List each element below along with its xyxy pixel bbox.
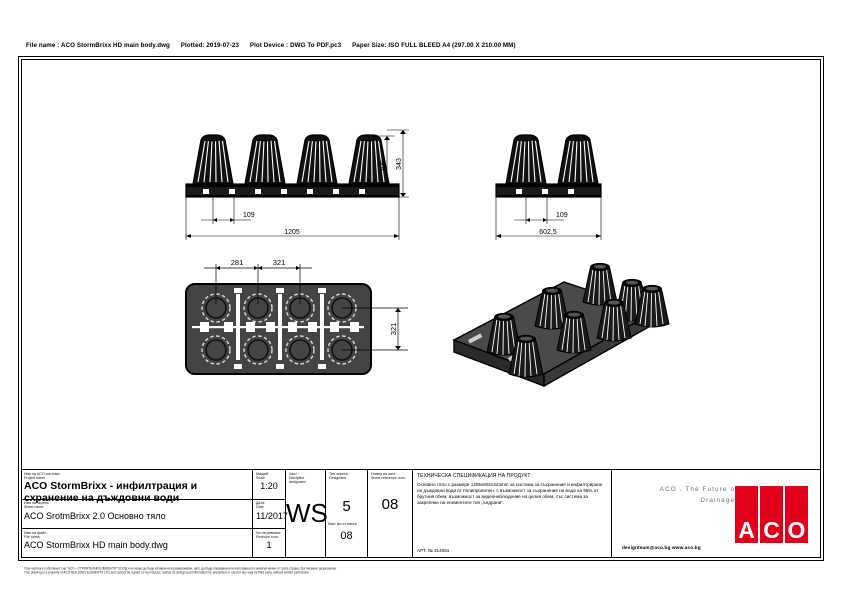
- discipline-label-bg: Част :: [289, 471, 299, 476]
- footer-disclaimer: Този чертеж е собственост на "АСО – СТРО…: [24, 566, 814, 575]
- drawing-views: 306 343 109: [21, 59, 821, 469]
- dimension-label-281: 281: [231, 258, 244, 267]
- project-name-cell: Име на АСО система :Project name ACO Sto…: [21, 470, 252, 504]
- scale-value: 1:20: [260, 480, 278, 491]
- sheet-ref-label-bg: Номер на лист :: [371, 471, 398, 476]
- file-name-cell: Име на файл :File name ACO StormBrixx HD…: [21, 529, 252, 559]
- logo-tile-c: C: [760, 486, 783, 543]
- designator-label-bg: Тип чертеж :: [329, 471, 350, 476]
- dimension-343: [387, 129, 409, 198]
- dimension-label-306: 306: [380, 160, 387, 172]
- scale-label-en: Scale: [256, 475, 265, 480]
- sheet-label-bg: Име на чертеж :: [24, 501, 51, 506]
- dimension-602: [495, 197, 602, 240]
- sheet-ref-value: 08: [381, 496, 399, 513]
- dimension-label-343: 343: [396, 158, 403, 170]
- logo-tile-o: O: [785, 486, 808, 543]
- title-block-discipline-column: Част :Discipline designator WS: [286, 470, 328, 558]
- brand-slogan: ACO . The Future of Drainage.: [634, 484, 738, 506]
- plan-view: 281 321 321: [176, 254, 421, 394]
- designator-cell: Тип чертеж :Designator 5 Лист No от лист…: [326, 470, 367, 558]
- revision-cell: No на ревизия:Revision num. 1: [253, 529, 285, 559]
- sheet-ref-cell: Номер на лист :Sheet reference num. 08: [368, 470, 412, 558]
- designator-value: 5: [342, 498, 351, 515]
- spec-cell: ТЕХНИЧЕСКА СПЕЦИФИКАЦИЯ НА ПРОДУКТ: Осно…: [413, 470, 611, 558]
- base-slab-front: [185, 183, 400, 198]
- sheet-name-cell: Име на чертеж :Sheet name ACO SrotmBrixx…: [21, 500, 252, 530]
- brand-cell: ACO . The Future of Drainage. A C O desi…: [612, 470, 820, 558]
- logo-letter-c: C: [763, 517, 780, 543]
- file-label-en: File name: [24, 534, 40, 539]
- front-elevation-view: 306 343 109: [181, 124, 411, 274]
- dimension-306: [373, 135, 395, 186]
- dimension-109-front: [201, 197, 251, 224]
- revision-label-bg: No на ревизия:: [256, 530, 282, 535]
- file-name-value: ACO StormBrixx HD main body.dwg: [24, 540, 168, 551]
- dimension-label-109-front: 109: [243, 212, 255, 219]
- plot-paper-size: Paper Size: ISO FULL BLEED A4 (297.00 X …: [352, 42, 516, 49]
- footer-line-en: This drawing is a property of ACO BUILDI…: [24, 570, 310, 576]
- title-block-brand-column: ACO . The Future of Drainage. A C O desi…: [612, 470, 820, 558]
- title-block-main-column: Име на АСО система :Project name ACO Sto…: [21, 470, 253, 558]
- title-block-designator-column: Тип чертеж :Designator 5 Лист No от лист…: [326, 470, 368, 558]
- cone-group-side: [505, 134, 599, 185]
- brand-contact: designteam@aco.bg www.aco.bg: [622, 546, 701, 551]
- sheet-name-value: ACO SrotmBrixx 2.0 Основно тяло: [24, 510, 166, 521]
- logo-tile-a: A: [735, 486, 758, 543]
- revision-value: 1: [266, 540, 272, 551]
- dimension-321-v: [342, 307, 408, 351]
- sheet-label-en: Sheet name: [24, 505, 44, 510]
- logo-letter-a: A: [738, 517, 755, 543]
- title-block: Име на АСО система :Project name ACO Sto…: [21, 469, 821, 558]
- spec-title: ТЕХНИЧЕСКА СПЕЦИФИКАЦИЯ НА ПРОДУКТ:: [417, 473, 533, 479]
- plan-body: [185, 283, 372, 375]
- date-label-bg: Дата:: [256, 501, 265, 506]
- brand-slogan-line1: ACO . The Future of: [659, 486, 738, 493]
- title-block-scale-column: Мащаб:Scale 1:20 Дата:Date 11/2017 No на…: [253, 470, 288, 559]
- plot-date: Plotted: 2019-07-23: [180, 42, 240, 49]
- designator-sub-value: 08: [340, 530, 353, 542]
- isometric-view: [446, 254, 670, 389]
- plot-file-name: File name : ACO StormBrixx HD main body.…: [26, 42, 170, 49]
- brand-slogan-line2: Drainage.: [700, 497, 738, 504]
- plot-device: Plot Device : DWG To PDF.pc3: [249, 42, 342, 49]
- logo-letter-o: O: [787, 517, 806, 543]
- dimension-1205: [185, 197, 400, 240]
- discipline-value: WS: [286, 498, 328, 528]
- sheet-border-outer: [18, 56, 824, 561]
- dimension-label-109-side: 109: [556, 212, 568, 219]
- file-label-bg: Име на файл :: [24, 530, 49, 535]
- cone-group-front: [192, 134, 390, 185]
- dimension-109-side: [514, 197, 564, 224]
- plot-header: File name : ACO StormBrixx HD main body.…: [26, 42, 525, 49]
- scale-label-bg: Мащаб:: [256, 471, 270, 476]
- discipline-label-en: Discipline designator: [289, 475, 306, 484]
- designator-sub-label: Лист No от листа: [328, 522, 357, 526]
- spec-art-number: АРТ. № 314061: [417, 548, 450, 553]
- base-slab-side: [495, 183, 602, 198]
- aco-logo: A C O: [735, 486, 808, 543]
- project-name-value: ACO StormBrixx - инфилтрация и схранение…: [24, 480, 198, 505]
- date-value: 11/2017: [256, 510, 288, 521]
- title-block-spec-column: ТЕХНИЧЕСКА СПЕЦИФИКАЦИЯ НА ПРОДУКТ: Осно…: [413, 470, 612, 558]
- footer-line-bg: Този чертеж е собственост на "АСО – СТРО…: [24, 566, 338, 571]
- dimension-label-321-v: 321: [389, 323, 398, 336]
- title-block-sheet-ref-column: Номер на лист :Sheet reference num. 08: [368, 470, 413, 558]
- scale-cell: Мащаб:Scale 1:20: [253, 470, 285, 500]
- spec-body: Основно тяло с размери 1205x602x343mm за…: [417, 481, 603, 506]
- dimension-label-321-h: 321: [273, 258, 286, 267]
- date-label-en: Date: [256, 505, 264, 510]
- project-label-en: Project name: [24, 475, 46, 480]
- designator-label-en: Designator: [329, 475, 347, 480]
- side-elevation-view: 109 602,5: [486, 124, 661, 274]
- date-cell: Дата:Date 11/2017: [253, 500, 288, 530]
- dimension-label-602: 602,5: [539, 229, 557, 236]
- sheet-ref-label-en: Sheet reference num.: [371, 475, 406, 480]
- revision-label-en: Revision num.: [256, 534, 279, 539]
- discipline-cell: Част :Discipline designator WS: [286, 470, 328, 558]
- sheet-border-inner: [21, 59, 821, 558]
- project-label-bg: Име на АСО система :: [24, 471, 62, 476]
- dimension-label-1205: 1205: [284, 229, 300, 236]
- dimension-281: [204, 264, 312, 304]
